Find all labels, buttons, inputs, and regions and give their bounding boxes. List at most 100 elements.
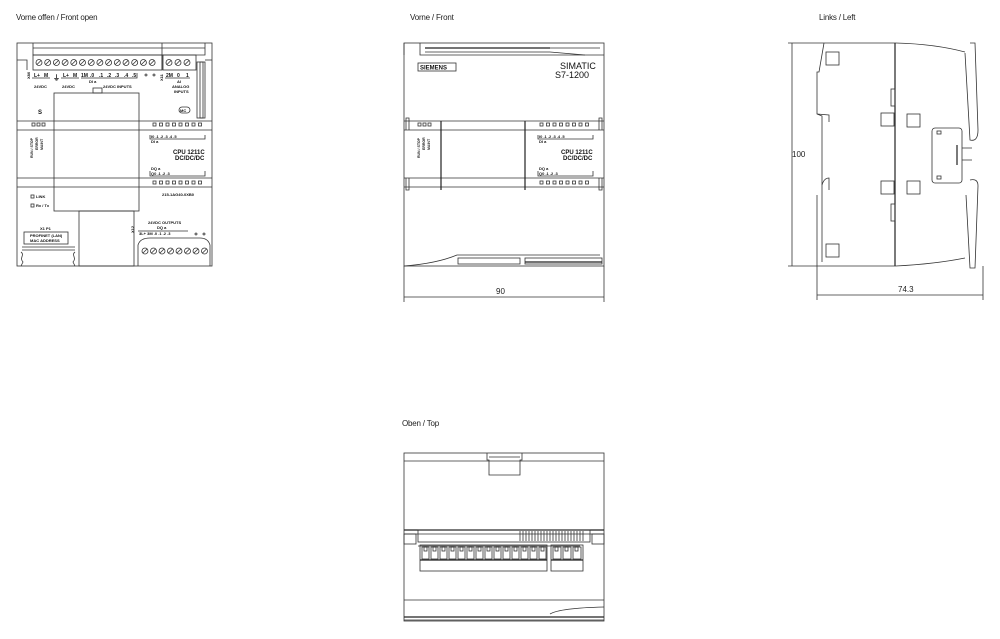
terminal-screw-icon: [113, 59, 121, 66]
terminal-screw-icon: [122, 59, 130, 66]
ai1-label: 1: [186, 73, 189, 79]
siemens-logo: SIEMENS: [420, 66, 447, 72]
top-view-title: Oben / Top: [402, 419, 439, 428]
di-row-label: I0 .1 .2 .3 .4 .5: [151, 134, 177, 139]
error-label: ERROR: [35, 137, 39, 150]
dq-a-label: DQ a: [151, 166, 161, 171]
led-indicator: [152, 180, 157, 185]
ground-symbol: ⏚: [53, 74, 60, 82]
terminal-screw-icon: [70, 59, 78, 66]
cpu-model-front: CPU 1211C: [561, 150, 593, 156]
cpu-type-front: DC/DC/DC: [563, 156, 593, 162]
x1p1-label: X1 P1: [40, 226, 52, 231]
led-indicator: [585, 180, 589, 185]
terminal-slot: [572, 546, 582, 560]
terminal-slot: [538, 546, 547, 560]
terminal-screw-icon: [150, 247, 157, 255]
led-indicator: [152, 122, 157, 127]
led-indicator: [559, 122, 563, 127]
error-label-front: ERROR: [422, 137, 426, 150]
led-indicator: [172, 122, 176, 127]
front-view: SIEMENS SIMATIC S7-1200 RUN / STOP ERROR…: [403, 42, 605, 302]
left-view-title: Links / Left: [819, 13, 856, 22]
di-1: .1: [99, 73, 103, 79]
terminal-screw-icon: [175, 247, 183, 255]
terminal-screw-icon: [139, 59, 147, 66]
terminal-screw-icon: [148, 59, 156, 66]
order-number: 215-1AG40-0XB0: [162, 192, 195, 197]
terminal-screw-icon: [61, 59, 69, 66]
analog-label: ANALOG: [172, 84, 189, 89]
24vdc-inputs-label: 24VDC INPUTS: [103, 84, 132, 89]
x11-label: X11: [159, 73, 164, 81]
di-3: .3: [115, 73, 119, 79]
led-indicator: [178, 180, 183, 185]
inputs-label: INPUTS: [174, 89, 189, 94]
front-open-view-title: Vorne offen / Front open: [16, 13, 98, 22]
terminal-slot: [439, 546, 448, 560]
terminal-screw-icon: [141, 247, 149, 255]
terminal-screw-icon: [96, 59, 104, 66]
led-indicator: [165, 180, 170, 185]
led-indicator: [198, 180, 202, 185]
s7-1200-label: S7-1200: [555, 70, 589, 80]
cpu-model-open: CPU 1211C: [173, 150, 205, 156]
terminal-screw-icon: [87, 59, 95, 66]
led-indicator: [539, 122, 544, 127]
led-indicator: [552, 180, 557, 185]
front-view-title: Vorne / Front: [410, 13, 454, 22]
front-open-view: X80 L+ M 24VDC ⏚ L+ M 24VDC 1M .0 .1 .2 …: [16, 42, 213, 267]
x80-label: X80: [26, 71, 31, 79]
terminal-screw-icon: [44, 59, 52, 66]
led-indicator: [165, 122, 170, 127]
di-2: .2: [107, 73, 111, 79]
terminal-slot: [430, 546, 439, 560]
m-label: M: [44, 73, 48, 79]
di-a-label: DI a: [89, 79, 97, 84]
dq-a-front: DQ a: [539, 166, 549, 171]
24vdc-label-2: 24VDC: [62, 84, 75, 89]
maint-label: MAINT: [40, 138, 44, 150]
terminal-screw-icon: [35, 59, 43, 66]
led-indicator: [185, 122, 189, 127]
led-indicator: [159, 122, 163, 127]
terminal-screw-icon: [165, 59, 173, 66]
terminal-slot: [484, 546, 493, 560]
dq-row-label-front: Q0 .1 .2 .3: [539, 171, 558, 176]
led-indicator: [552, 122, 557, 127]
terminal-slot: [520, 546, 529, 560]
mac-address-label: MAC ADDRESS: [30, 238, 60, 243]
terminal-slot: [475, 546, 484, 560]
terminal-slot: [511, 546, 520, 560]
terminal-slot: [529, 546, 538, 560]
led-indicator: [185, 180, 189, 185]
m-label-2: M: [73, 73, 77, 79]
led-indicator: [159, 180, 163, 185]
depth-dimension: 74.3: [898, 285, 914, 294]
left-view: 100 74.3: [788, 42, 984, 300]
terminal-slot: [421, 546, 430, 560]
2m-label: 2M: [166, 73, 173, 79]
di-4: .4: [124, 73, 128, 79]
ai0-label: 0: [177, 73, 180, 79]
di-0: .0: [90, 73, 94, 79]
di-a-front: DI a: [539, 139, 547, 144]
led-indicator: [178, 122, 183, 127]
output-terminal-labels: 3L+ 3M .0 .1 .2 .3: [139, 231, 171, 236]
led-indicator: [539, 180, 544, 185]
led-indicator: [198, 122, 202, 127]
led-indicator: [565, 122, 570, 127]
terminal-slot: [552, 546, 562, 560]
height-dimension: 100: [792, 150, 806, 159]
led-indicator: [172, 180, 176, 185]
led-indicator: [585, 122, 589, 127]
terminal-screw-icon: [53, 59, 60, 66]
led-indicator: [572, 180, 576, 185]
maint-label-front: MAINT: [427, 138, 431, 150]
led-indicator: [559, 180, 563, 185]
width-dimension: 90: [496, 287, 505, 296]
di-a-label-2: DI a: [151, 139, 159, 144]
lplus-label: L+: [34, 73, 40, 79]
led-indicator: [546, 180, 550, 185]
